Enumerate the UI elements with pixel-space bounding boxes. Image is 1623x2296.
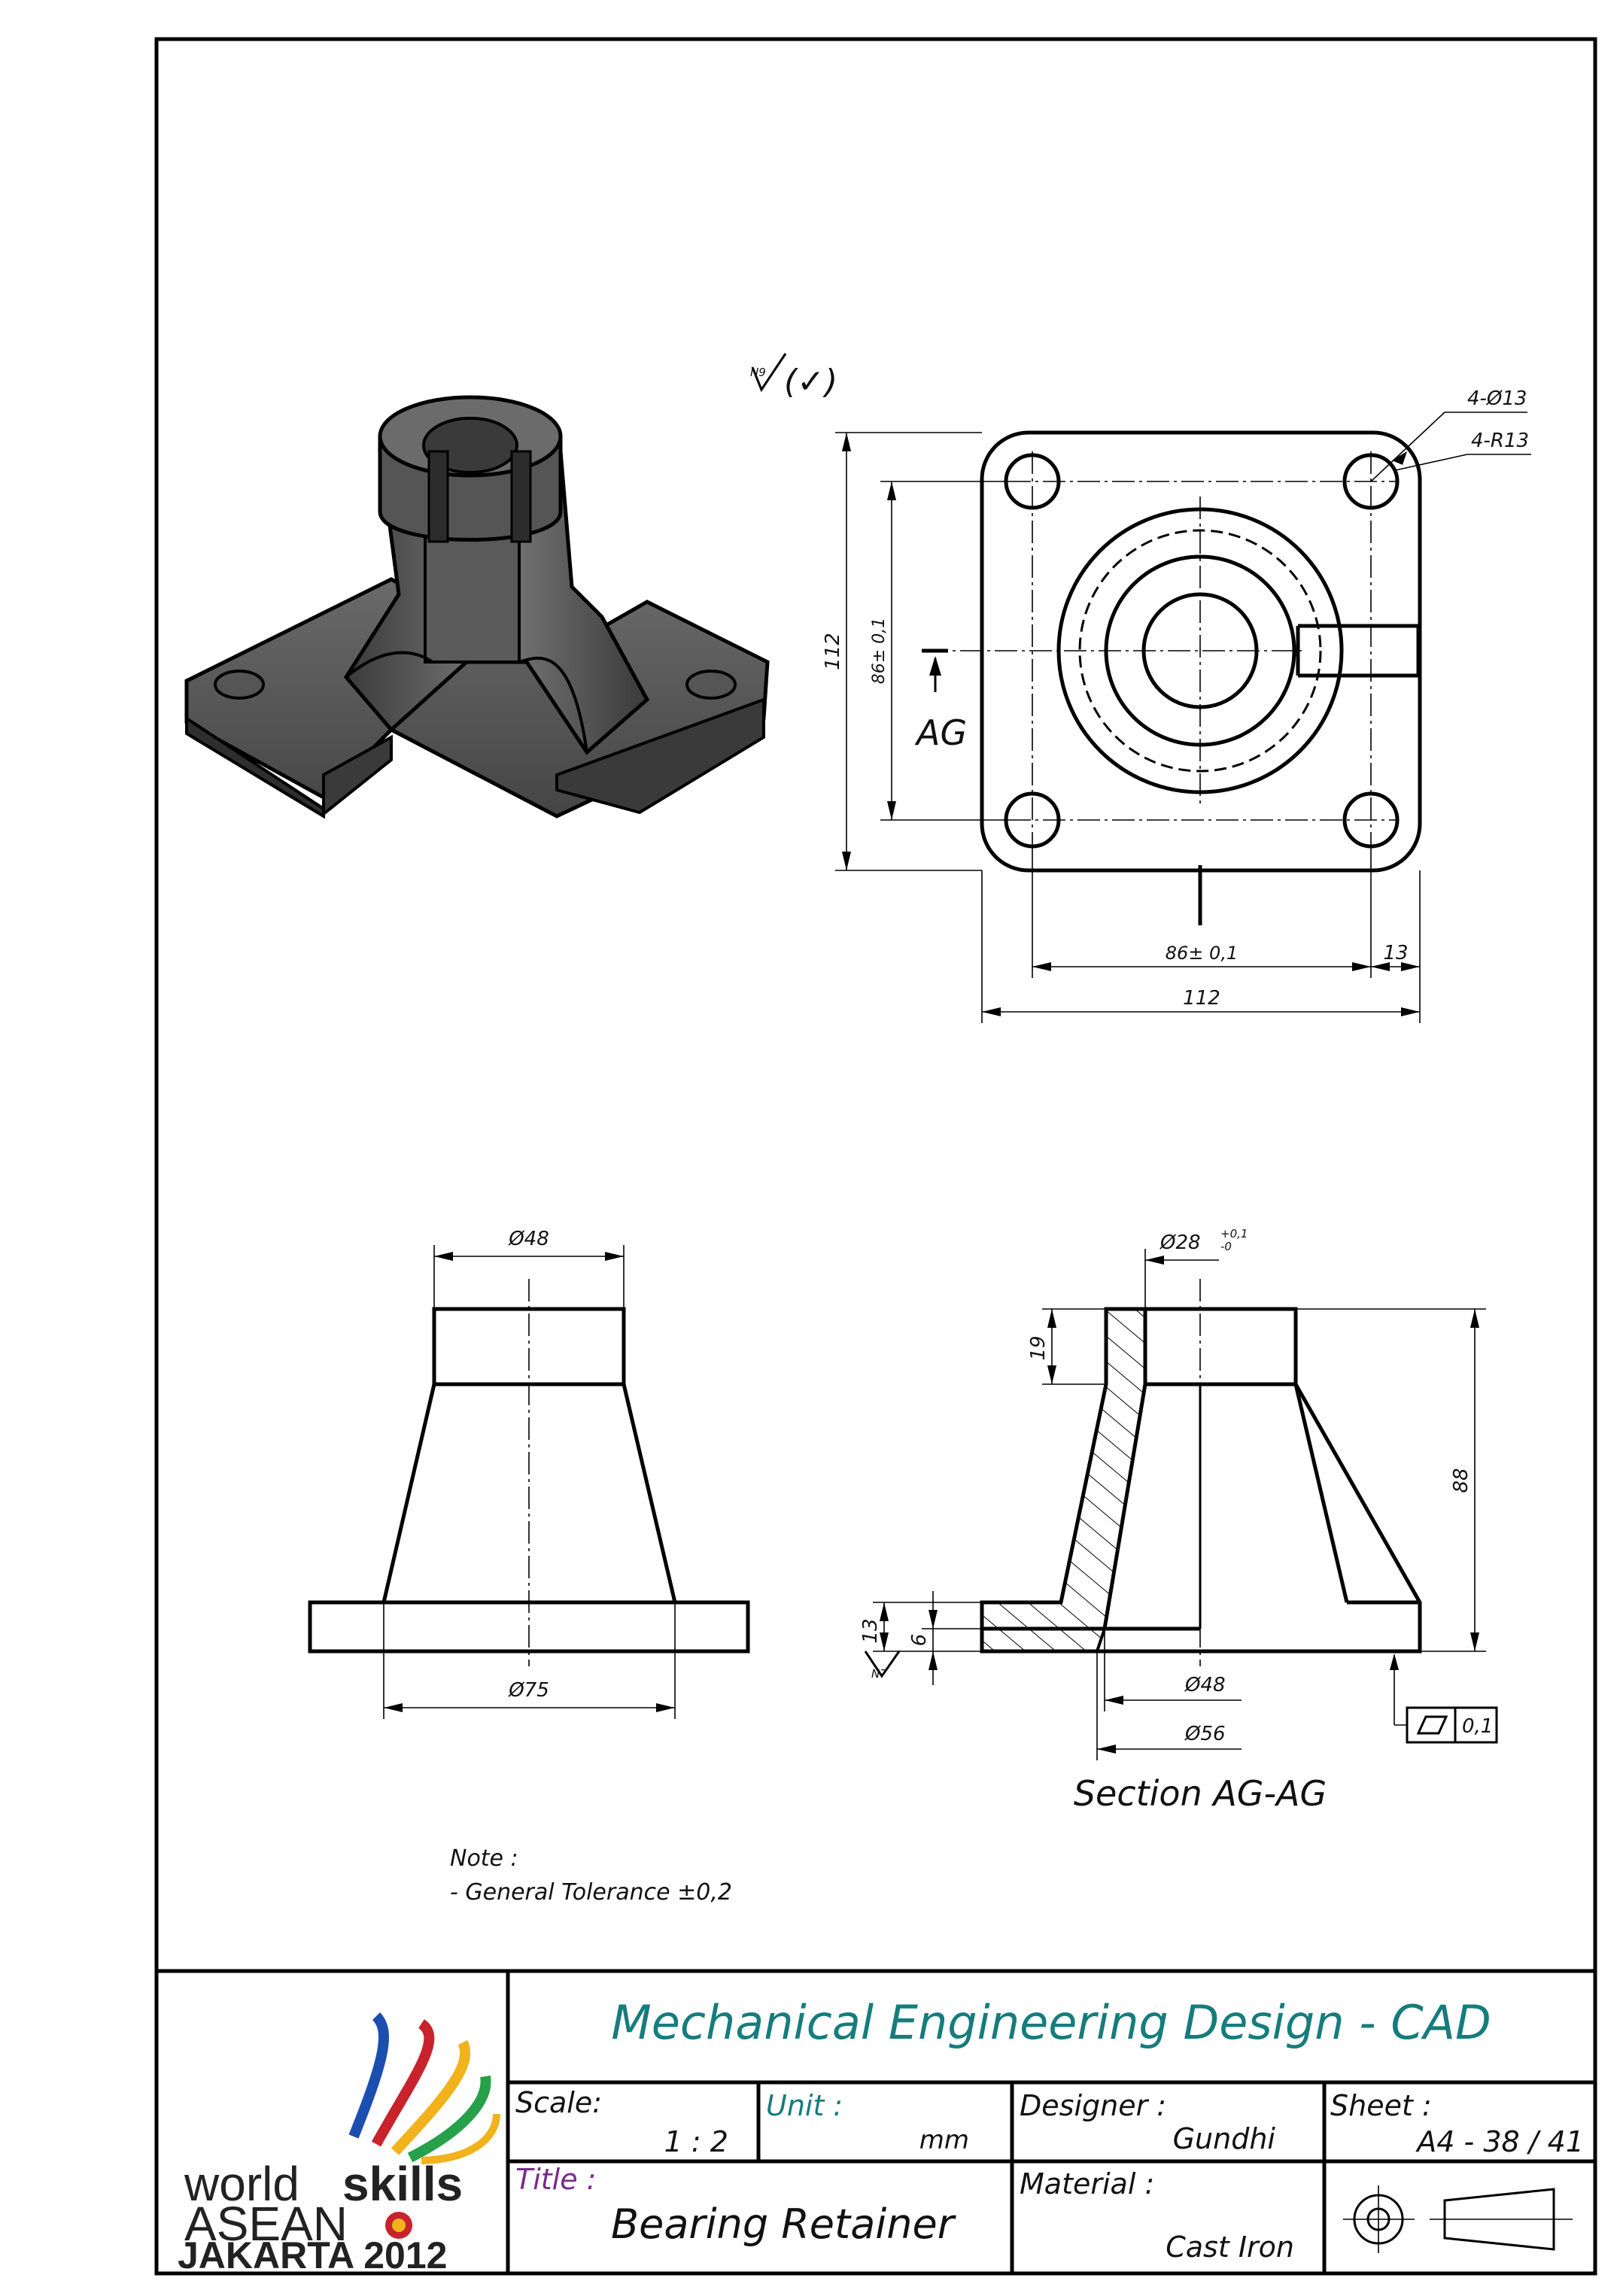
dim-base-height: 13 (859, 1618, 882, 1643)
unit-value: mm (919, 2125, 969, 2155)
isometric-view (184, 395, 770, 819)
surface-note-n7: N7 (871, 1667, 887, 1681)
part-title: Bearing Retainer (611, 2200, 956, 2248)
section-view: Ø28 +0,1 -0 19 88 13 6 N7 (859, 1227, 1498, 1814)
material-value: Cast Iron (1166, 2231, 1294, 2264)
section-marker-ag: AG (914, 712, 967, 753)
dim-outer-dia: Ø56 (1184, 1723, 1226, 1745)
dim-height-holes: 86± 0,1 (870, 618, 889, 684)
radius-callout: 4-R13 (1471, 430, 1529, 452)
scale-value: 1 : 2 (664, 2125, 728, 2158)
unit-label: Unit : (766, 2089, 843, 2122)
designer-value: Gundhi (1173, 2122, 1276, 2155)
flatness-symbol-box (1406, 1706, 1457, 1744)
dim-height-overall: 112 (822, 633, 844, 670)
dim-top-dia: Ø48 (508, 1228, 549, 1250)
projection-symbol-icon (1343, 2185, 1573, 2253)
designer-label: Designer : (1020, 2089, 1166, 2122)
dim-edge: 13 (1383, 942, 1408, 964)
drawing-heading: Mechanical Engineering Design - CAD (611, 1995, 1491, 2050)
section-caption: Section AG-AG (1074, 1773, 1327, 1814)
surface-bracket: (✓) (784, 363, 837, 401)
front-view: Ø48 Ø75 (308, 1228, 750, 1719)
dim-bore-tol-lower: -0 (1220, 1240, 1232, 1253)
dim-inner-dia: Ø48 (1184, 1674, 1226, 1696)
sheet-value: A4 - 38 / 41 (1415, 2125, 1584, 2158)
dim-width-overall: 112 (1183, 987, 1220, 1010)
title-label: Title : (515, 2163, 597, 2196)
logo-asean: ASEAN (184, 2197, 348, 2251)
logo-jakarta: JAKARTA 2012 (178, 2234, 447, 2276)
dim-base-inner: 6 (908, 1634, 931, 1647)
dim-total-height: 88 (1450, 1468, 1473, 1493)
title-block: Mechanical Engineering Design - CAD Scal… (157, 1969, 1595, 2276)
hole-callout: 4-Ø13 (1467, 387, 1527, 410)
note-general-tolerance: - General Tolerance ±0,2 (450, 1879, 732, 1906)
dim-bore-tol-upper: +0,1 (1220, 1227, 1248, 1241)
material-label: Material : (1020, 2167, 1154, 2200)
dim-hub-height: 19 (1027, 1335, 1050, 1360)
drawing-border (154, 37, 1597, 2276)
dim-width-holes: 86± 0,1 (1166, 943, 1238, 964)
note-heading: Note : (450, 1845, 518, 1872)
worldskills-asean-logo: world skills ASEAN JAKARTA 2012 (178, 2012, 500, 2276)
scale-label: Scale: (515, 2086, 602, 2119)
flatness-value: 0,1 (1462, 1715, 1493, 1738)
sheet-label: Sheet : (1330, 2089, 1432, 2122)
dim-bore: Ø28 (1160, 1232, 1201, 1254)
surface-note-n9: N9 (750, 366, 766, 379)
surface-finish-symbol: N9 (✓) (750, 353, 837, 401)
top-view: AG 4-Ø13 4-R13 112 86± 0,1 86± 0,1 (822, 387, 1531, 1023)
dim-base-dia: Ø75 (508, 1679, 549, 1702)
general-notes: Note : - General Tolerance ±0,2 (450, 1845, 732, 1906)
logo-world: world (184, 2157, 299, 2211)
logo-skills: skills (342, 2157, 463, 2211)
